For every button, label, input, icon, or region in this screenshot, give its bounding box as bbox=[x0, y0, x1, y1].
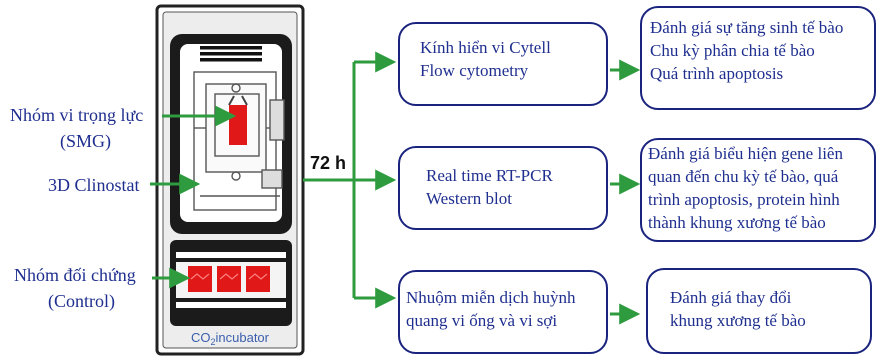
smg-group-sublabel: (SMG) bbox=[60, 131, 112, 151]
outcome-box-proliferation: Đánh giá sự tăng sinh tế bào Chu kỳ phân… bbox=[640, 6, 876, 110]
outcome-line: thành khung xương tế bào bbox=[648, 213, 826, 232]
method-line: Flow cytometry bbox=[420, 61, 529, 80]
method-line: quang vi ống và vi sợi bbox=[406, 311, 558, 330]
outcome-line: khung xương tế bào bbox=[670, 311, 806, 330]
outcome-line: Đánh giá thay đổi bbox=[670, 288, 792, 307]
co2-incubator-illustration: CO2incubator bbox=[155, 4, 305, 356]
control-samples bbox=[188, 266, 270, 292]
outcome-line: Chu kỳ phân chia tế bào bbox=[650, 41, 815, 60]
outcome-line: trình apoptosis, protein hình bbox=[648, 190, 840, 209]
method-box-immunostaining: Nhuộm miễn dịch huỳnh quang vi ống và vi… bbox=[398, 270, 608, 354]
outcome-line: Quá trình apoptosis bbox=[650, 64, 784, 83]
outcome-line: quan đến chu kỳ tế bào, quá bbox=[648, 167, 839, 186]
control-group-label: Nhóm đối chứng bbox=[14, 265, 136, 285]
control-group-sublabel: (Control) bbox=[48, 291, 115, 311]
method-box-gene-expression: Real time RT-PCR Western blot bbox=[398, 146, 608, 230]
outcome-line: Đánh giá biểu hiện gene liên bbox=[648, 144, 843, 163]
method-line: Kính hiển vi Cytell bbox=[420, 38, 551, 57]
incubator-label: CO2incubator bbox=[191, 330, 270, 347]
clinostat-label: 3D Clinostat bbox=[48, 175, 140, 195]
branch-arrows bbox=[303, 51, 397, 309]
method-line: Nhuộm miễn dịch huỳnh bbox=[406, 288, 576, 307]
time-label: 72 h bbox=[310, 153, 347, 173]
outcome-box-gene-protein: Đánh giá biểu hiện gene liên quan đến ch… bbox=[640, 138, 876, 242]
outcome-arrows bbox=[610, 59, 641, 325]
outcome-box-cytoskeleton: Đánh giá thay đổi khung xương tế bào bbox=[646, 268, 872, 354]
method-box-microscopy: Kính hiển vi Cytell Flow cytometry bbox=[398, 22, 608, 106]
outcome-line: Đánh giá sự tăng sinh tế bào bbox=[650, 18, 844, 37]
smg-group-label: Nhóm vi trọng lực bbox=[10, 105, 144, 125]
vent-grill-icon bbox=[200, 46, 262, 62]
method-line: Real time RT-PCR bbox=[426, 166, 553, 185]
smg-sample bbox=[229, 105, 247, 145]
method-line: Western blot bbox=[426, 189, 512, 208]
